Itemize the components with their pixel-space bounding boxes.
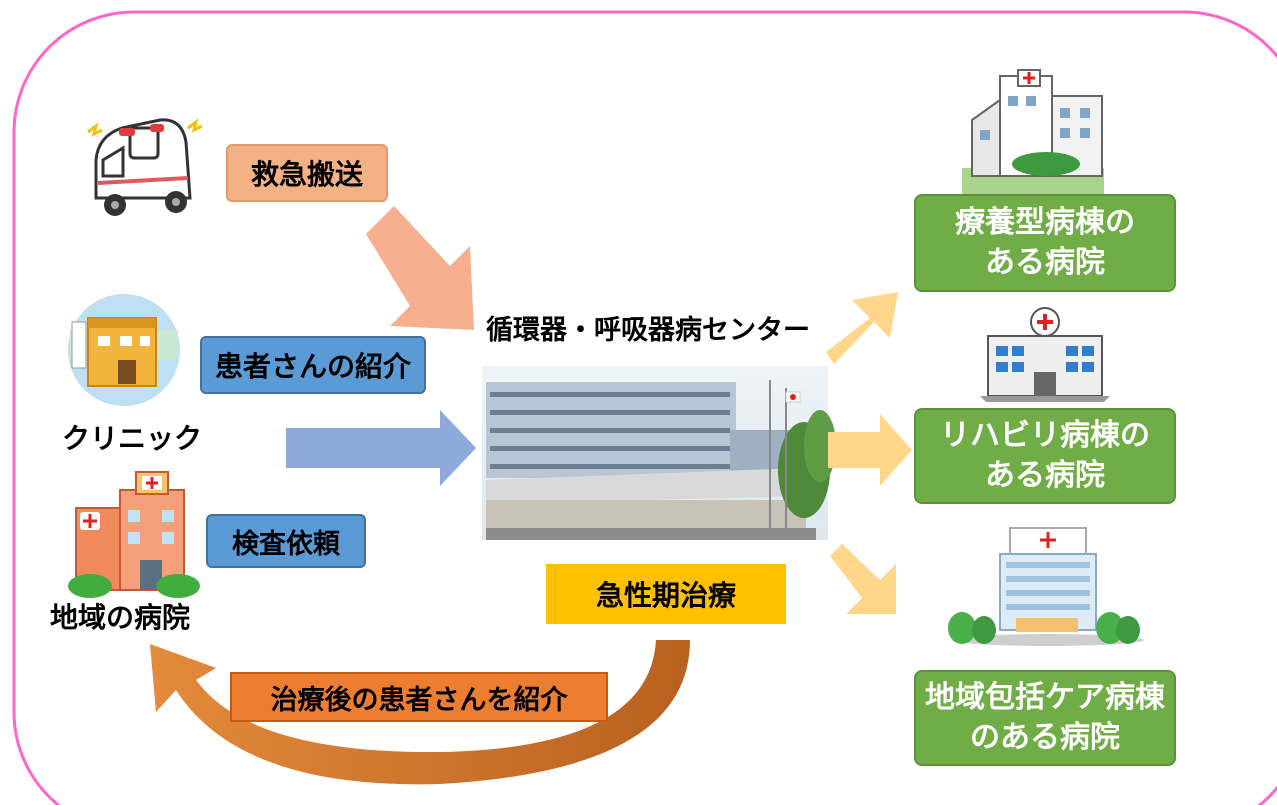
- ambulance-transport-label: 救急搬送: [250, 158, 363, 191]
- arrow-to-rehab: [828, 414, 912, 486]
- acute-care-box: 急性期治療: [546, 564, 786, 624]
- exam-request-box: 検査依頼: [206, 514, 366, 568]
- chiiki-care-ward-box: 地域包括ケア病棟 のある病院: [914, 670, 1176, 766]
- chiiki-care-ward-line1: 地域包括ケア病棟: [925, 679, 1165, 715]
- patient-referral-label: 患者さんの紹介: [214, 350, 411, 383]
- local-hospital-icon: [68, 471, 200, 598]
- center-title: 循環器・呼吸器病センター: [486, 315, 810, 346]
- clinic-label: クリニック: [62, 422, 203, 455]
- chiiki-care-ward-line2: のある病院: [970, 720, 1120, 755]
- ryoyo-ward-line2: ある病院: [985, 245, 1105, 280]
- referral-arrow: [286, 410, 476, 486]
- clinic-icon: [68, 294, 180, 406]
- rehab-hospital-icon: [980, 307, 1110, 402]
- post-treatment-referral-box: 治療後の患者さんを紹介: [230, 672, 608, 722]
- chiiki-hospital-icon: [948, 527, 1144, 646]
- exam-request-label: 検査依頼: [232, 528, 340, 560]
- local-hospital-label: 地域の病院: [50, 601, 191, 634]
- ambulance-arrow: [366, 206, 474, 330]
- ambulance-icon: [87, 118, 203, 216]
- rehab-ward-box: リハビリ病棟の ある病院: [914, 408, 1176, 504]
- outer-frame: [12, 10, 1277, 805]
- rehab-ward-line2: ある病院: [985, 458, 1105, 493]
- acute-care-label: 急性期治療: [595, 579, 736, 612]
- post-treatment-referral-label: 治療後の患者さんを紹介: [270, 684, 568, 716]
- ambulance-transport-box: 救急搬送: [226, 144, 388, 202]
- center-building-photo: [482, 366, 836, 540]
- ryoyo-ward-box: 療養型病棟の ある病院: [914, 194, 1176, 292]
- ryoyo-ward-line1: 療養型病棟の: [955, 204, 1135, 240]
- rehab-ward-line1: リハビリ病棟の: [940, 417, 1150, 453]
- arrow-to-chiiki: [830, 544, 896, 614]
- patient-referral-box: 患者さんの紹介: [200, 336, 426, 394]
- return-arrow: [150, 640, 690, 785]
- arrow-to-ryoyo: [826, 292, 898, 364]
- ryoyo-hospital-icon: [962, 69, 1104, 196]
